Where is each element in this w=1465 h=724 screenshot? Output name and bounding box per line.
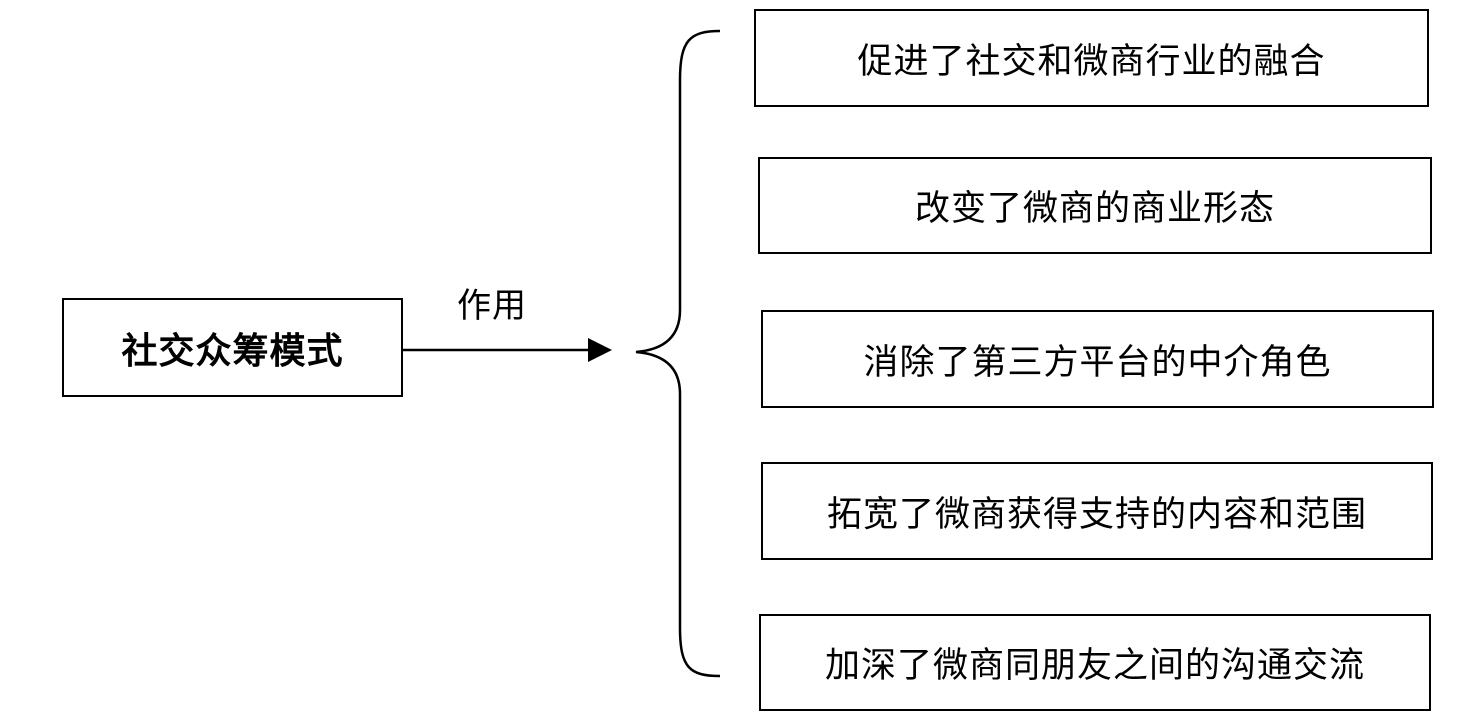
effect-node-label: 促进了社交和微商行业的融合 bbox=[857, 41, 1326, 82]
effect-node-label: 加深了微商同朋友之间的沟通交流 bbox=[824, 646, 1365, 686]
source-node-label: 社交众筹模式 bbox=[121, 329, 344, 372]
curly-brace bbox=[635, 29, 721, 678]
effect-node: 拓宽了微商获得支持的内容和范围 bbox=[761, 462, 1433, 560]
effect-node-label: 消除了第三方平台的中介角色 bbox=[863, 342, 1332, 383]
arrow-head bbox=[588, 338, 612, 362]
effect-node-label: 改变了微商的商业形态 bbox=[914, 189, 1275, 229]
source-node: 社交众筹模式 bbox=[62, 298, 403, 397]
effect-node: 改变了微商的商业形态 bbox=[758, 157, 1432, 254]
edge-label: 作用 bbox=[457, 286, 527, 326]
effect-node-label: 拓宽了微商获得支持的内容和范围 bbox=[826, 494, 1367, 535]
effect-node: 促进了社交和微商行业的融合 bbox=[754, 9, 1429, 107]
effect-node: 加深了微商同朋友之间的沟通交流 bbox=[759, 614, 1431, 711]
effect-node: 消除了第三方平台的中介角色 bbox=[761, 310, 1434, 408]
